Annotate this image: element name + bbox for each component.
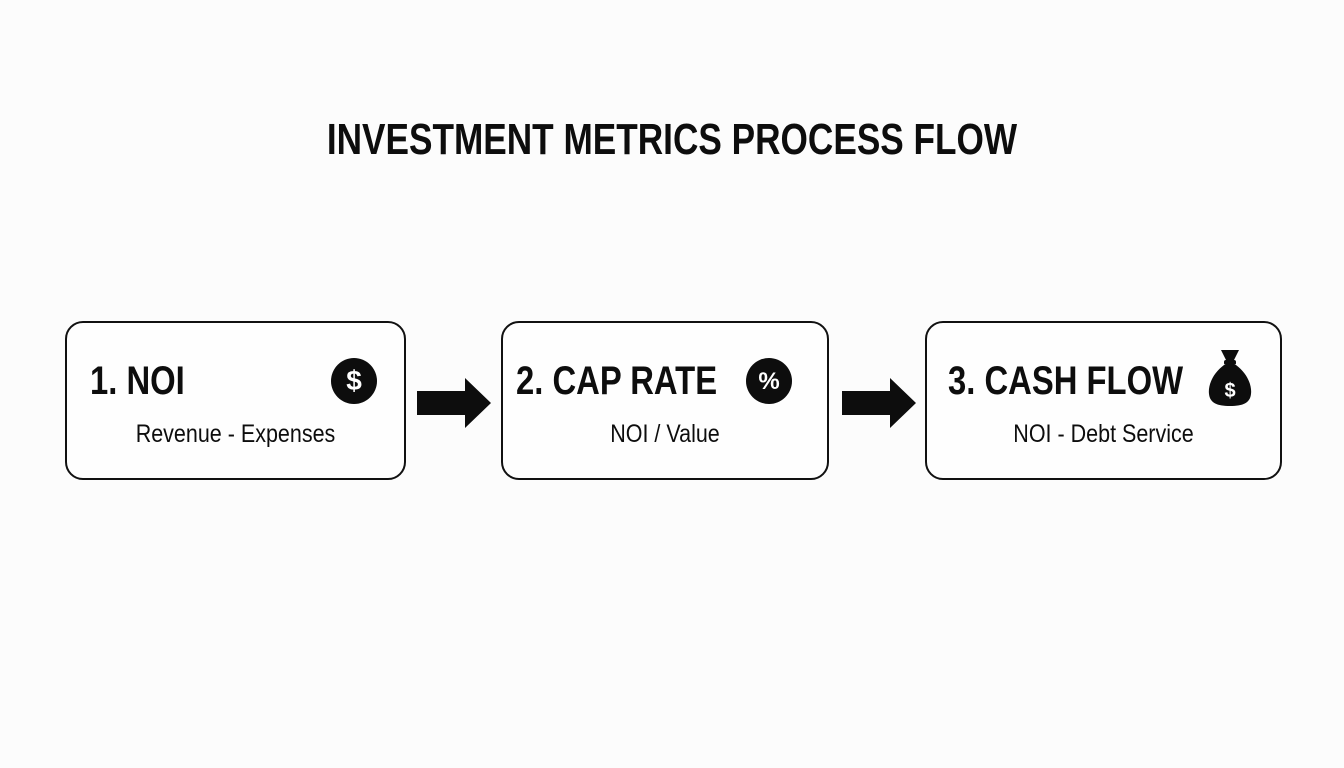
- percent-icon: %: [746, 358, 792, 404]
- arrow-right-icon: [417, 378, 491, 428]
- step-formula-cap-rate: NOI / Value: [610, 420, 720, 448]
- page-title: INVESTMENT METRICS PROCESS FLOW: [326, 115, 1018, 164]
- step-formula-noi: Revenue - Expenses: [135, 420, 336, 448]
- percent-glyph: %: [758, 368, 779, 395]
- step-label-cash-flow: 3. CASH FLOW: [948, 359, 1184, 403]
- dollar-glyph: $: [1224, 380, 1235, 402]
- dollar-glyph: $: [346, 365, 362, 396]
- dollar-coin-icon: $: [331, 358, 377, 404]
- step-label-noi: 1. NOI: [90, 359, 185, 403]
- step-label-cap-rate: 2. CAP RATE: [516, 359, 718, 403]
- arrow-right-icon: [842, 378, 916, 428]
- money-bag-icon: $: [1208, 350, 1252, 406]
- step-formula-cash-flow: NOI - Debt Service: [1013, 420, 1194, 448]
